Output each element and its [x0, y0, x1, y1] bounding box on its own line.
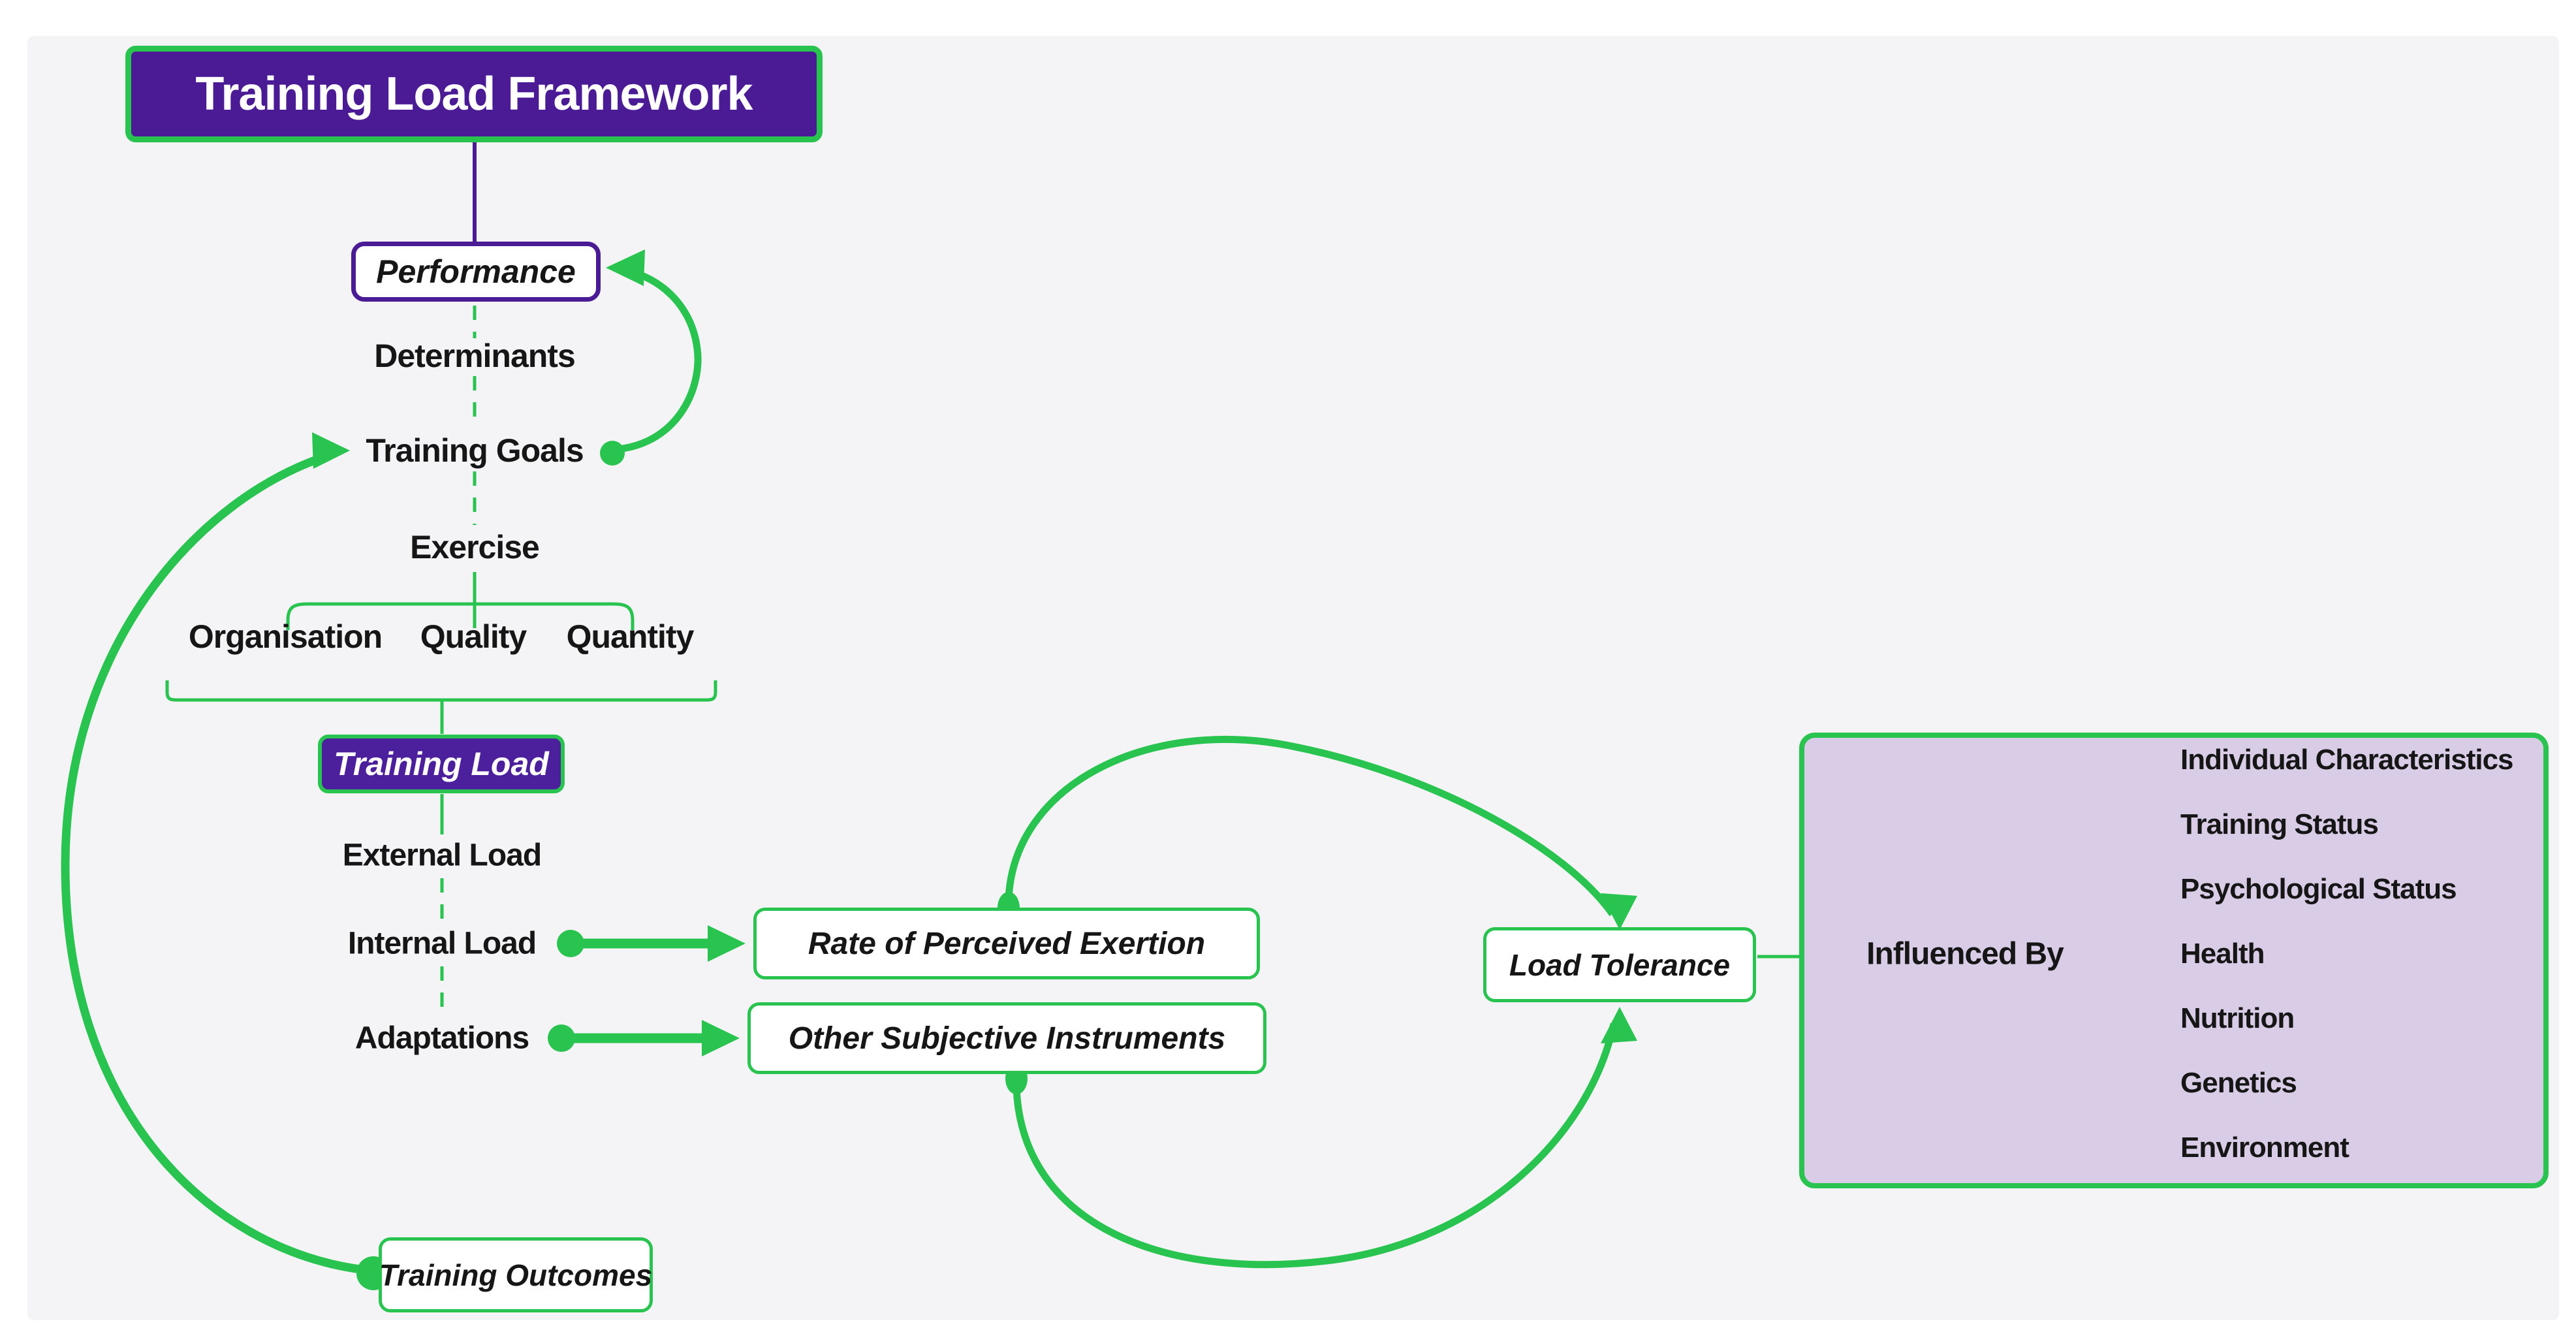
organisation-label: Organisation — [188, 618, 383, 655]
outcomes-goals-arrow — [61, 432, 390, 1290]
influence-item-environment: Environment — [2180, 1132, 2349, 1164]
training-outcomes-node: Training Outcomes — [379, 1237, 653, 1312]
title-text: Training Load Framework — [195, 68, 753, 120]
internal-rpe-arrow — [557, 925, 746, 962]
rpe-loadtolerance-arc — [997, 735, 1637, 930]
determinants-label: Determinants — [374, 338, 576, 374]
osi-label: Other Subjective Instruments — [788, 1021, 1226, 1056]
influence-item-health: Health — [2180, 938, 2265, 970]
external-load-label: External Load — [342, 838, 542, 873]
training-goals-label: Training Goals — [366, 432, 584, 469]
influence-item-individual-characteristics: Individual Characteristics — [2180, 744, 2514, 776]
quantity-label: Quantity — [566, 618, 695, 655]
influence-item-nutrition: Nutrition — [2180, 1002, 2295, 1034]
performance-node: Performance — [351, 242, 601, 302]
exercise-label: Exercise — [410, 529, 540, 565]
influence-item-genetics: Genetics — [2180, 1067, 2297, 1099]
load-tolerance-node: Load Tolerance — [1483, 927, 1756, 1002]
training-load-node: Training Load — [318, 735, 565, 793]
training-outcomes-label: Training Outcomes — [379, 1258, 653, 1292]
influenced-by-panel — [1799, 733, 2549, 1188]
training-load-label: Training Load — [334, 746, 549, 782]
influence-item-training-status: Training Status — [2180, 808, 2379, 840]
rpe-label: Rate of Perceived Exertion — [808, 926, 1206, 961]
title-box: Training Load Framework — [125, 46, 823, 142]
goals-performance-arrow — [600, 249, 702, 466]
performance-label: Performance — [376, 253, 576, 290]
adaptations-label: Adaptations — [354, 1021, 529, 1056]
bottom-bracket — [165, 680, 717, 702]
top-bracket — [286, 602, 635, 630]
rate-of-perceived-exertion-node: Rate of Perceived Exertion — [753, 908, 1260, 979]
quality-label: Quality — [420, 618, 527, 655]
internal-load-label: Internal Load — [347, 926, 537, 961]
influence-item-psychological-status: Psychological Status — [2180, 873, 2457, 905]
influenced-by-label: Influenced By — [1866, 936, 2064, 972]
other-subjective-instruments-node: Other Subjective Instruments — [747, 1002, 1266, 1074]
load-tolerance-label: Load Tolerance — [1509, 947, 1731, 982]
adaptations-osi-arrow — [548, 1020, 740, 1056]
